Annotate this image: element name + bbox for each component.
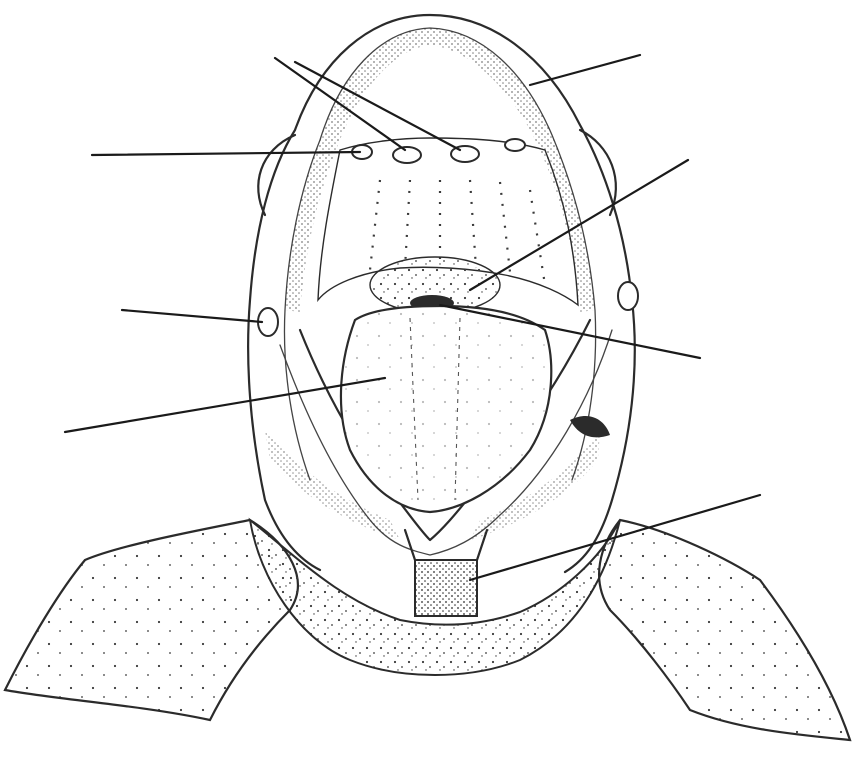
esophagus-section — [405, 530, 487, 616]
left-skin-flap — [5, 520, 298, 720]
leader-upper-jaw — [530, 55, 640, 85]
right-skin-flap — [599, 520, 850, 740]
internal-nares — [352, 139, 525, 163]
leader-eustachian — [122, 310, 262, 322]
leader-tongue — [65, 378, 385, 432]
tongue — [341, 306, 551, 512]
